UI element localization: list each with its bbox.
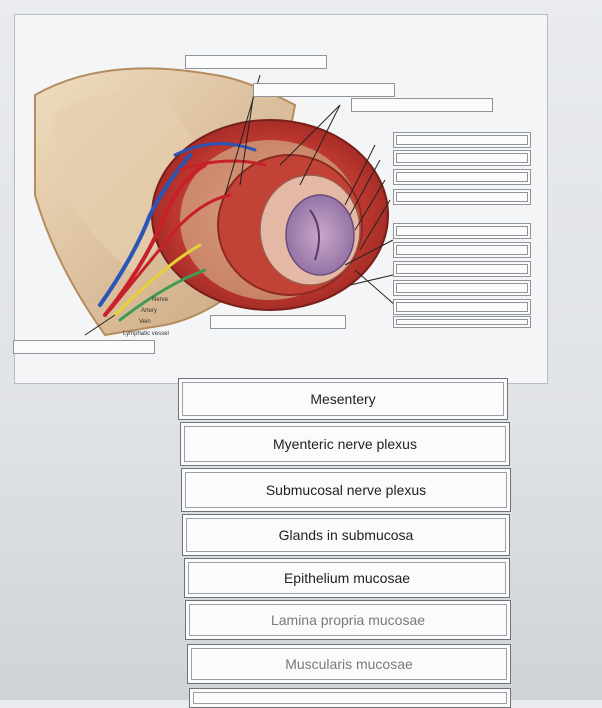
term-label: Glands in submucosa — [279, 527, 414, 543]
diagram-panel: Nerve Artery Vein Lymphatic vessel — [14, 14, 548, 384]
drop-target-3[interactable] — [351, 98, 493, 112]
drop-target-6[interactable] — [393, 169, 531, 185]
drop-target-11[interactable] — [393, 280, 531, 296]
drop-target-15[interactable] — [13, 340, 155, 354]
term-label: Muscularis mucosae — [285, 656, 413, 672]
drop-target-4[interactable] — [393, 132, 531, 148]
term-label: Epithelium mucosae — [284, 570, 410, 586]
drop-target-13[interactable] — [393, 316, 531, 328]
term-label: Lamina propria mucosae — [271, 612, 425, 628]
drop-target-14[interactable] — [210, 315, 346, 329]
term-tile-lamina-propria-mucosae[interactable]: Lamina propria mucosae — [185, 600, 511, 640]
term-label: Submucosal nerve plexus — [266, 482, 426, 498]
drop-target-7[interactable] — [393, 189, 531, 205]
drop-target-9[interactable] — [393, 242, 531, 258]
term-label: Myenteric nerve plexus — [273, 436, 417, 452]
term-label: Mesentery — [310, 391, 375, 407]
drop-target-8[interactable] — [393, 223, 531, 239]
drop-target-12[interactable] — [393, 299, 531, 315]
drop-target-5[interactable] — [393, 150, 531, 166]
legend-vein: Vein — [139, 319, 151, 325]
mucosa-shape — [286, 195, 354, 275]
term-tile-epithelium-mucosae[interactable]: Epithelium mucosae — [184, 558, 510, 598]
term-tile-mesentery[interactable]: Mesentery — [178, 378, 508, 420]
drop-target-1[interactable] — [185, 55, 327, 69]
legend-nerve: Nerve — [152, 297, 168, 303]
term-tile-muscularis-mucosae[interactable]: Muscularis mucosae — [187, 644, 511, 684]
term-tile-partial[interactable] — [189, 688, 511, 708]
legend-artery: Artery — [141, 308, 157, 314]
legend-lymphatic-vessel: Lymphatic vessel — [123, 331, 169, 337]
drop-target-10[interactable] — [393, 261, 531, 277]
term-tile-glands-in-submucosa[interactable]: Glands in submucosa — [182, 514, 510, 556]
term-tile-myenteric-nerve-plexus[interactable]: Myenteric nerve plexus — [180, 422, 510, 466]
term-tile-submucosal-nerve-plexus[interactable]: Submucosal nerve plexus — [181, 468, 511, 512]
drop-target-2[interactable] — [253, 83, 395, 97]
